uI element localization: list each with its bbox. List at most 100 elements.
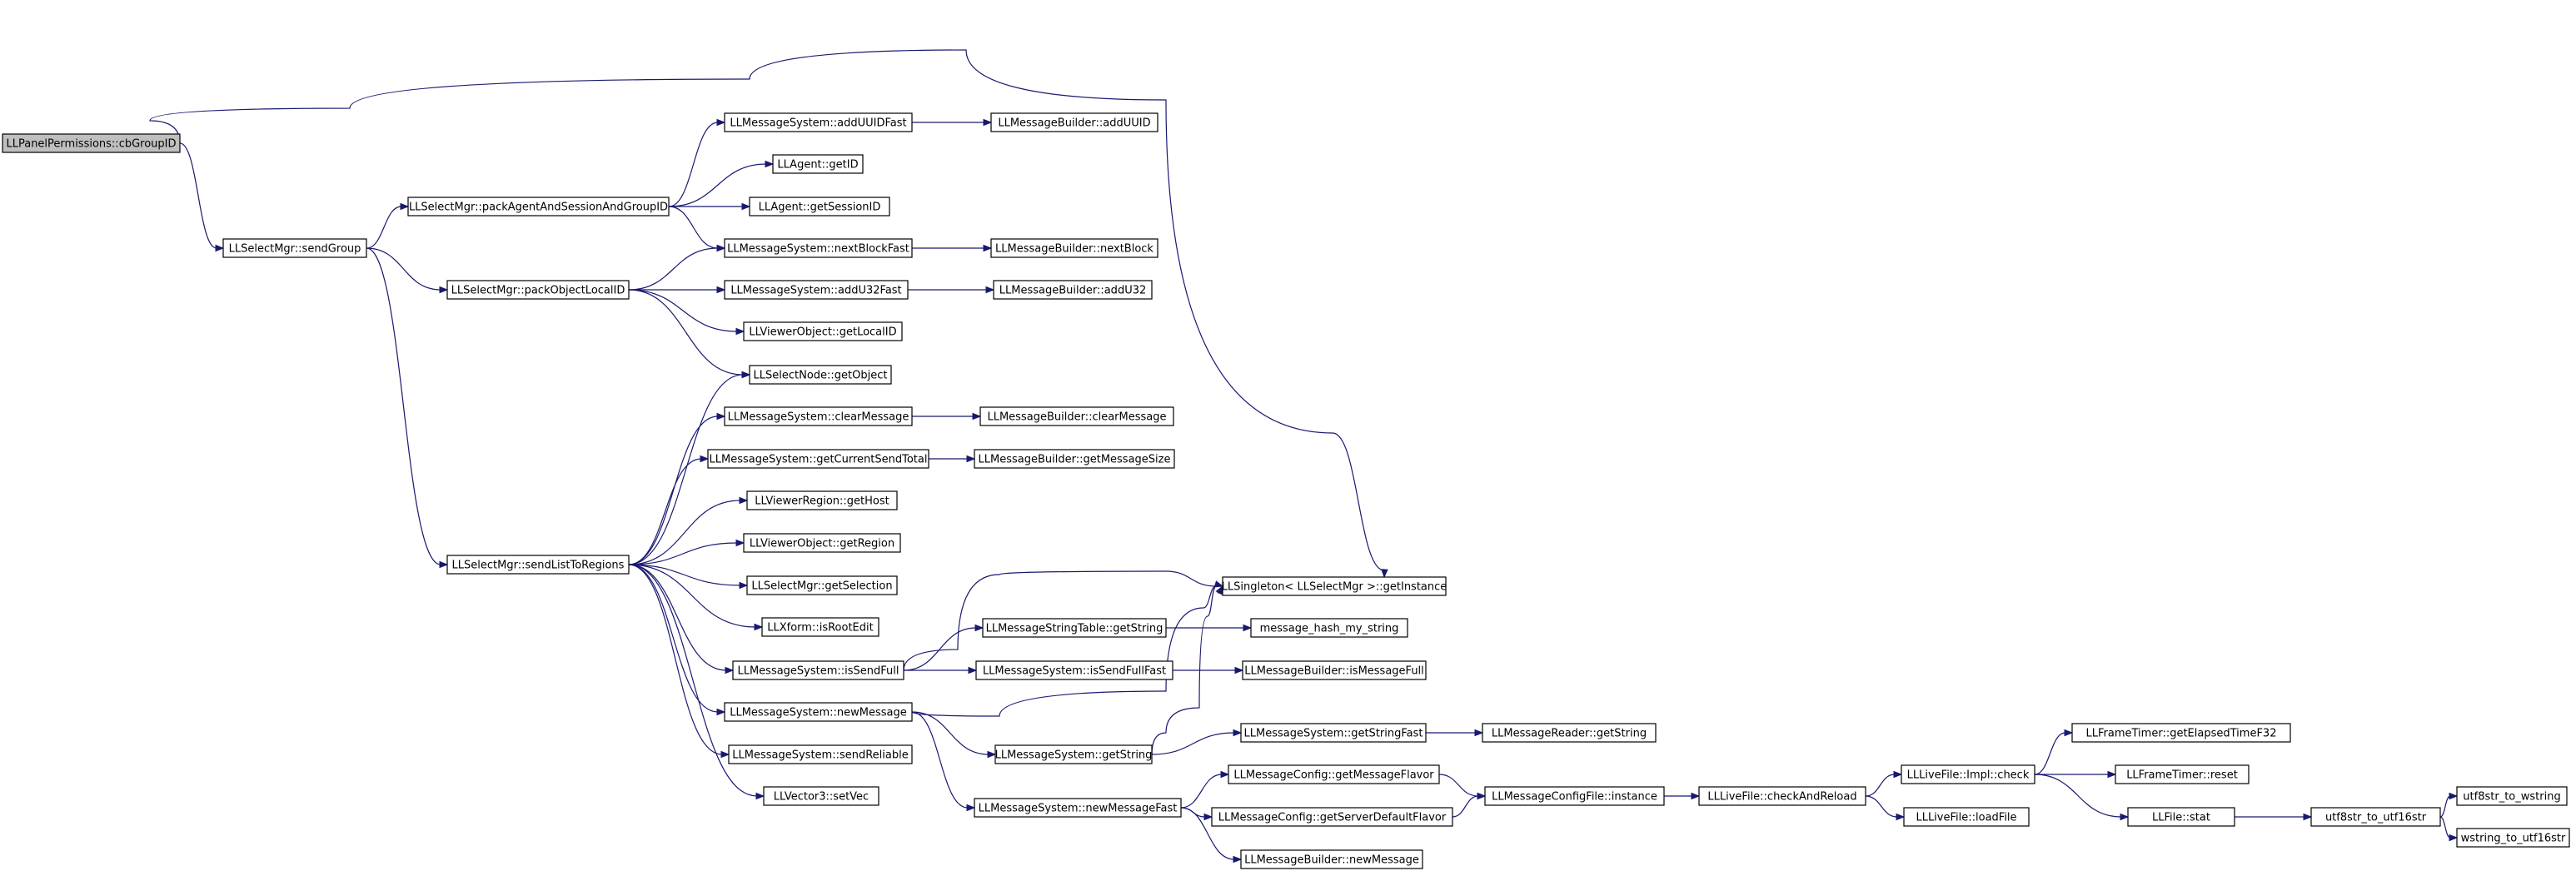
node-box[interactable] xyxy=(724,702,913,722)
node-box[interactable] xyxy=(2127,807,2235,827)
node-wstring-to-utf16str[interactable]: wstring_to_utf16str xyxy=(2456,828,2570,848)
node-llagent-getsessionid[interactable]: LLAgent::getSessionID xyxy=(749,197,890,217)
node-box[interactable] xyxy=(1250,618,1408,638)
node-llmessageconfig-getmessageflavor[interactable]: LLMessageConfig::getMessageFlavor xyxy=(1228,764,1440,784)
node-llmessagebuilder-newmessage[interactable]: LLMessageBuilder::newMessage xyxy=(1240,849,1423,869)
node-box[interactable] xyxy=(2456,786,2568,806)
node-box[interactable] xyxy=(1240,723,1427,743)
edge-llselectmgr-sendgroup-to-llselectmgr-packagentandsessionandgroupid xyxy=(366,206,402,249)
node-llmessagebuilder-adduuid[interactable]: LLMessageBuilder::addUUID xyxy=(990,112,1158,132)
node-box[interactable] xyxy=(707,449,929,469)
node-llmessagesystem-nextblockfast[interactable]: LLMessageSystem::nextBlockFast xyxy=(724,238,913,258)
node-llmessagereader-getstring[interactable]: LLMessageReader::getString xyxy=(1482,723,1657,743)
node-box[interactable] xyxy=(724,238,913,258)
node-llmessagebuilder-getmessagesize[interactable]: LLMessageBuilder::getMessageSize xyxy=(974,449,1175,469)
node-box[interactable] xyxy=(724,280,909,300)
node-box[interactable] xyxy=(746,490,898,510)
node-box[interactable] xyxy=(982,618,1167,638)
node-llselectmgr-packobjectlocalid[interactable]: LLSelectMgr::packObjectLocalID xyxy=(446,280,630,300)
node-box[interactable] xyxy=(743,321,903,341)
node-message-hash-my-string[interactable]: message_hash_my_string xyxy=(1250,618,1408,638)
node-llmessageconfigfile-instance[interactable]: LLMessageConfigFile::instance xyxy=(1484,786,1665,806)
node-llmessageconfig-getserverdefaultflavor[interactable]: LLMessageConfig::getServerDefaultFlavor xyxy=(1211,807,1453,827)
node-llselectmgr-sendlisttoregions[interactable]: LLSelectMgr::sendListToRegions xyxy=(446,555,630,575)
node-llmessagebuilder-clearmessage[interactable]: LLMessageBuilder::clearMessage xyxy=(979,406,1174,426)
node-llmessagesystem-getcurrentsendtotal[interactable]: LLMessageSystem::getCurrentSendTotal xyxy=(707,449,929,469)
node-box[interactable] xyxy=(1484,786,1665,806)
edge-llselectmgr-sendgroup-to-llselectmgr-packobjectlocalid xyxy=(366,247,441,291)
node-box[interactable] xyxy=(1482,723,1657,743)
node-llselectmgr-packagentandsessionandgroupid[interactable]: LLSelectMgr::packAgentAndSessionAndGroup… xyxy=(407,197,670,217)
node-llmessagebuilder-addu32[interactable]: LLMessageBuilder::addU32 xyxy=(993,280,1153,300)
node-box[interactable] xyxy=(746,575,898,595)
node-llframetimer-reset[interactable]: LLFrameTimer::reset xyxy=(2115,764,2250,784)
node-llsingleton-llselectmgr-getinstance[interactable]: LLSingleton< LLSelectMgr >::getInstance xyxy=(1222,576,1447,596)
node-utf8str-to-wstring[interactable]: utf8str_to_wstring xyxy=(2456,786,2568,806)
node-llfile-stat[interactable]: LLFile::stat xyxy=(2127,807,2235,827)
node-lllivefile-checkandreload[interactable]: LLLiveFile::checkAndReload xyxy=(1698,786,1866,806)
node-box[interactable] xyxy=(1228,764,1440,784)
node-box[interactable] xyxy=(724,112,913,132)
node-box[interactable] xyxy=(979,406,1174,426)
node-llagent-getid[interactable]: LLAgent::getID xyxy=(772,154,864,174)
node-box[interactable] xyxy=(975,660,1173,680)
node-llmessagesystem-addu32fast[interactable]: LLMessageSystem::addU32Fast xyxy=(724,280,909,300)
node-llmessagesystem-clearmessage[interactable]: LLMessageSystem::clearMessage xyxy=(724,406,913,426)
node-llviewerobject-getlocalid[interactable]: LLViewerObject::getLocalID xyxy=(743,321,903,341)
node-llselectmgr-getselection[interactable]: LLSelectMgr::getSelection xyxy=(746,575,898,595)
node-llviewerregion-gethost[interactable]: LLViewerRegion::getHost xyxy=(746,490,898,510)
node-box[interactable] xyxy=(763,786,879,806)
node-box[interactable] xyxy=(993,280,1153,300)
node-lllivefile-loadfile[interactable]: LLLiveFile::loadFile xyxy=(1903,807,2030,827)
node-box[interactable] xyxy=(990,238,1158,258)
node-llpanelpermissions-cbgroupid[interactable]: LLPanelPermissions::cbGroupID xyxy=(2,133,181,153)
node-llmessagesystem-newmessagefast[interactable]: LLMessageSystem::newMessageFast xyxy=(974,798,1182,818)
node-box[interactable] xyxy=(1211,807,1453,827)
node-box[interactable] xyxy=(732,660,904,680)
node-box[interactable] xyxy=(1903,807,2030,827)
node-box[interactable] xyxy=(1222,576,1447,596)
node-llselectmgr-sendgroup[interactable]: LLSelectMgr::sendGroup xyxy=(222,238,367,258)
node-box[interactable] xyxy=(446,555,630,575)
node-llmessagebuilder-ismessagefull[interactable]: LLMessageBuilder::isMessageFull xyxy=(1242,660,1427,680)
node-box[interactable] xyxy=(2115,764,2250,784)
node-llmessagesystem-sendreliable[interactable]: LLMessageSystem::sendReliable xyxy=(728,744,913,764)
node-box[interactable] xyxy=(2310,807,2441,827)
node-llmessagesystem-newmessage[interactable]: LLMessageSystem::newMessage xyxy=(724,702,913,722)
node-box[interactable] xyxy=(749,365,892,385)
node-utf8str-to-utf16str[interactable]: utf8str_to_utf16str xyxy=(2310,807,2441,827)
node-box[interactable] xyxy=(974,798,1182,818)
node-box[interactable] xyxy=(446,280,630,300)
node-box[interactable] xyxy=(2071,723,2291,743)
node-box[interactable] xyxy=(1242,660,1427,680)
node-llvector3-setvec[interactable]: LLVector3::setVec xyxy=(763,786,879,806)
node-llframetimer-getelapsedtimef32[interactable]: LLFrameTimer::getElapsedTimeF32 xyxy=(2071,723,2291,743)
node-llmessagesystem-issendfullfast[interactable]: LLMessageSystem::isSendFullFast xyxy=(975,660,1173,680)
node-box[interactable] xyxy=(974,449,1175,469)
node-box[interactable] xyxy=(222,238,367,258)
node-llmessagesystem-getstring[interactable]: LLMessageSystem::getString xyxy=(994,744,1153,764)
node-llmessagesystem-getstringfast[interactable]: LLMessageSystem::getStringFast xyxy=(1240,723,1427,743)
node-box[interactable] xyxy=(728,744,913,764)
node-box[interactable] xyxy=(749,197,890,217)
node-box[interactable] xyxy=(761,617,879,637)
node-llviewerobject-getregion[interactable]: LLViewerObject::getRegion xyxy=(743,533,901,553)
node-box[interactable] xyxy=(407,197,670,217)
node-box[interactable] xyxy=(724,406,913,426)
node-llmessagesystem-issendfull[interactable]: LLMessageSystem::isSendFull xyxy=(732,660,904,680)
node-box[interactable] xyxy=(1901,764,2035,784)
node-llmessagebuilder-nextblock[interactable]: LLMessageBuilder::nextBlock xyxy=(990,238,1158,258)
node-lllivefile-impl-check[interactable]: LLLiveFile::Impl::check xyxy=(1901,764,2035,784)
node-llmessagesystem-adduuidfast[interactable]: LLMessageSystem::addUUIDFast xyxy=(724,112,913,132)
node-llxform-isrootedit[interactable]: LLXform::isRootEdit xyxy=(761,617,879,637)
node-box[interactable] xyxy=(2,133,181,153)
node-box[interactable] xyxy=(772,154,864,174)
node-box[interactable] xyxy=(990,112,1158,132)
node-llselectnode-getobject[interactable]: LLSelectNode::getObject xyxy=(749,365,892,385)
node-box[interactable] xyxy=(1240,849,1423,869)
node-box[interactable] xyxy=(743,533,901,553)
node-box[interactable] xyxy=(994,744,1153,764)
node-box[interactable] xyxy=(1698,786,1866,806)
node-box[interactable] xyxy=(2456,828,2570,848)
node-llmessagestringtable-getstring[interactable]: LLMessageStringTable::getString xyxy=(982,618,1167,638)
